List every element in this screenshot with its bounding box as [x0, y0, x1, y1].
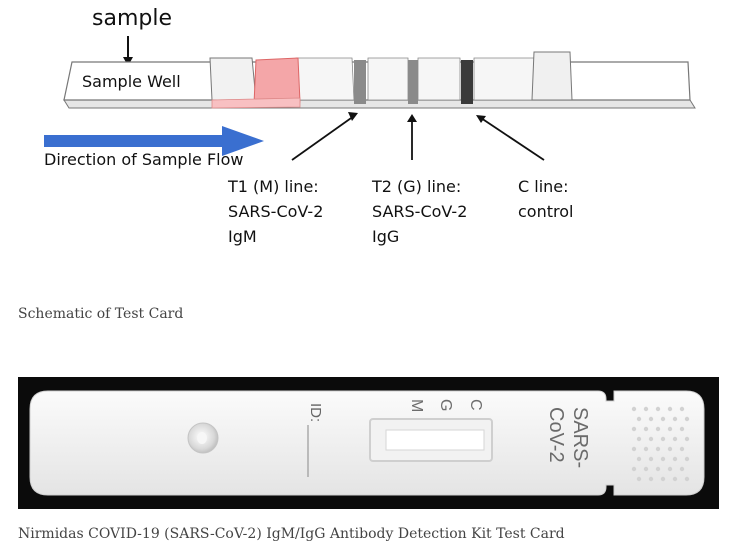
letter-m: M [408, 399, 425, 412]
id-label: ID: [307, 403, 324, 422]
grip-dot [672, 476, 678, 482]
sample-pad [253, 57, 301, 105]
t1-pointer [291, 115, 355, 161]
grip-dot [684, 416, 690, 422]
c-pointer [480, 117, 545, 161]
grip-dot [655, 446, 661, 452]
sample-well-label: Sample Well [82, 72, 181, 91]
grip-dot [655, 466, 661, 472]
grip-dot [643, 406, 649, 412]
grip-dot [655, 406, 661, 412]
grip-dot [636, 476, 642, 482]
svg-text:SARS-CoV-2: SARS-CoV-2 [228, 202, 323, 221]
grip-dot [648, 476, 654, 482]
grip-dot [655, 426, 661, 432]
grip-dot [643, 446, 649, 452]
grip-dot [648, 436, 654, 442]
grip-dot [667, 446, 673, 452]
grip-dot [660, 476, 666, 482]
grip-dot [679, 406, 685, 412]
svg-text:IgM: IgM [228, 227, 257, 246]
photo-caption: Nirmidas COVID-19 (SARS-CoV-2) IgM/IgG A… [18, 526, 565, 542]
grip-dot [631, 466, 637, 472]
grip-dot [667, 426, 673, 432]
svg-text:T1 (M) line:: T1 (M) line: [227, 177, 319, 196]
c-band [461, 60, 473, 104]
grip-dot [636, 416, 642, 422]
result-window [385, 429, 485, 451]
t1-band [354, 60, 366, 104]
flow-arrow [44, 126, 264, 156]
grip-dot [648, 456, 654, 462]
brand-line2: CoV-2 [545, 407, 567, 463]
grip-dot [660, 416, 666, 422]
grip-dot [672, 456, 678, 462]
svg-text:C line:: C line: [518, 177, 569, 196]
grip-dot [679, 426, 685, 432]
grip-dot [684, 456, 690, 462]
grip-dot [660, 436, 666, 442]
svg-text:SARS-CoV-2: SARS-CoV-2 [372, 202, 467, 221]
grip-dot [636, 456, 642, 462]
grip-dot [631, 406, 637, 412]
grip-dot [631, 446, 637, 452]
grip-dot [672, 416, 678, 422]
brand-line1: SARS- [569, 407, 591, 468]
grip-dot [648, 416, 654, 422]
grip-dot [684, 436, 690, 442]
grip-dot [667, 466, 673, 472]
grip-dot [672, 436, 678, 442]
t2-band [408, 60, 418, 104]
letter-c: C [467, 399, 484, 411]
grip-dot [679, 466, 685, 472]
grip-dot [679, 446, 685, 452]
c-label: C line: control [518, 177, 573, 221]
test-card-photo: ID: C G M SARS- CoV-2 [18, 377, 719, 509]
t2-label: T2 (G) line: SARS-CoV-2 IgG [371, 177, 467, 246]
svg-text:control: control [518, 202, 573, 221]
grip-dot [684, 476, 690, 482]
t1-label: T1 (M) line: SARS-CoV-2 IgM [227, 177, 323, 246]
grip-dot [667, 406, 673, 412]
svg-text:IgG: IgG [372, 227, 399, 246]
grip-dot [643, 426, 649, 432]
schematic-caption: Schematic of Test Card [18, 306, 184, 322]
svg-text:T2 (G) line:: T2 (G) line: [371, 177, 461, 196]
grip-dot [660, 456, 666, 462]
grip-dots [631, 406, 690, 482]
card-body [29, 390, 705, 496]
letter-g: G [437, 399, 454, 411]
grip-dot [643, 466, 649, 472]
sample-label: sample [92, 6, 172, 31]
grip-dot [631, 426, 637, 432]
flow-label: Direction of Sample Flow [44, 150, 243, 169]
test-card-schematic: sample Sample Well Direction of Sample F… [44, 6, 696, 246]
grip-dot [636, 436, 642, 442]
test-strip [63, 51, 696, 109]
